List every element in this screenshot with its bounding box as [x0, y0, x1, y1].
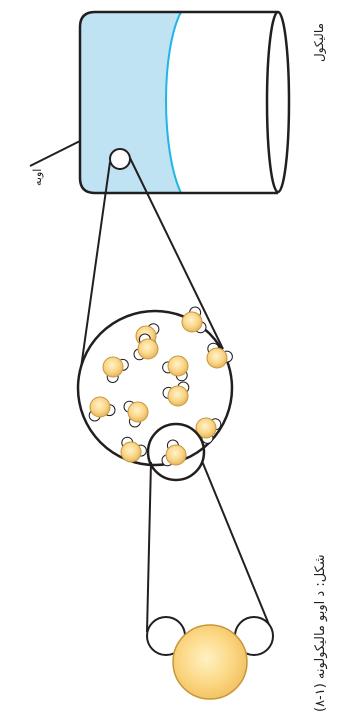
figure-caption: (۸-۱) شکل: د اوبو مالیکولونه [313, 554, 328, 712]
oxygen-atom [90, 397, 110, 417]
single-water-molecule [147, 617, 273, 699]
zoom-line-single-left [147, 462, 151, 632]
oxygen-atom [168, 356, 188, 376]
beaker [80, 12, 289, 193]
oxygen-atom [138, 339, 158, 359]
oxygen-atom [168, 386, 188, 406]
oxygen-atom [121, 442, 141, 462]
oxygen-atom [207, 348, 227, 368]
oxygen-atom [173, 625, 247, 699]
water-molecule [182, 307, 206, 333]
molecule-label: مالیکول [312, 23, 326, 62]
water-label-leader [30, 141, 80, 166]
oxygen-atom [128, 402, 148, 422]
sample-spot [110, 149, 130, 169]
oxygen-atom [103, 357, 123, 377]
zoom-line-single-right [202, 461, 272, 632]
beaker-opening [267, 12, 289, 192]
water-label: اوبه [31, 169, 44, 186]
oxygen-atom [166, 445, 186, 465]
oxygen-atom [182, 312, 202, 332]
